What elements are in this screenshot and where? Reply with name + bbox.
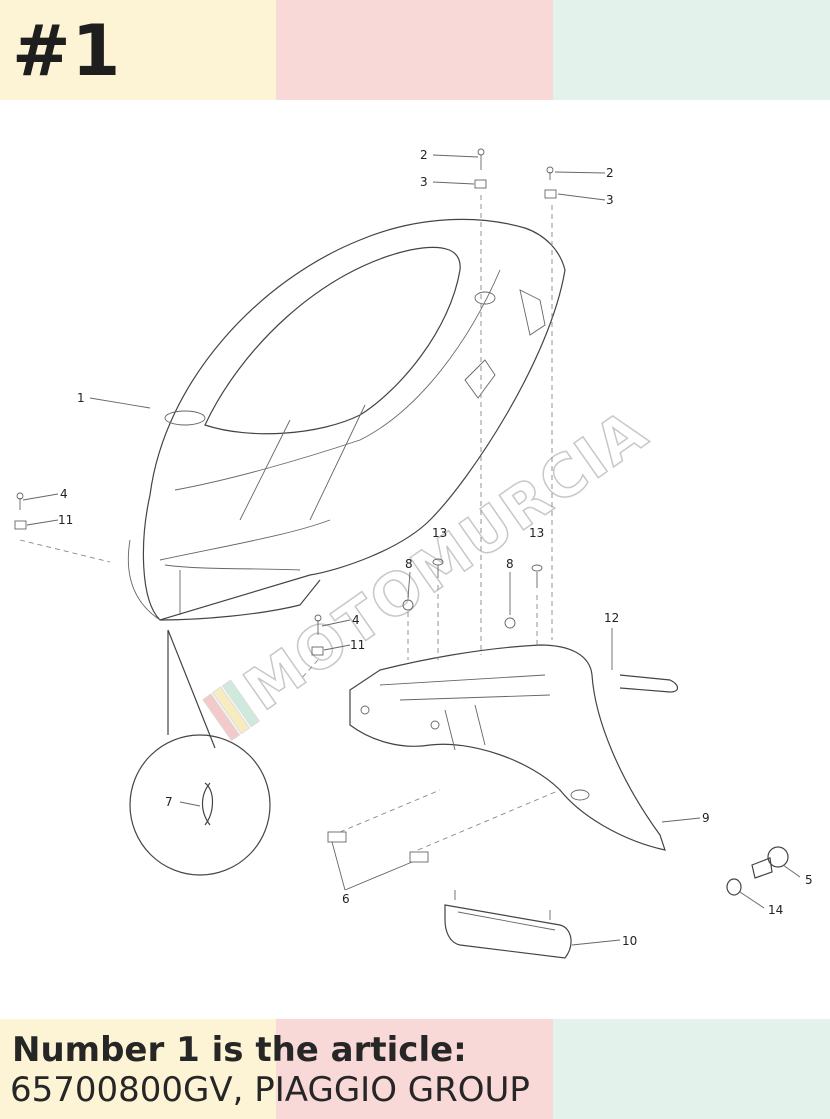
callout-2b: 2 xyxy=(606,166,614,180)
callout-7: 7 xyxy=(165,795,173,809)
watermark-text: MOTOMURCIA xyxy=(232,396,660,724)
assembly-lines xyxy=(19,195,561,851)
callout-6: 6 xyxy=(342,892,350,906)
detail-circle xyxy=(129,629,271,876)
callout-8b: 8 xyxy=(506,557,514,571)
band-segment-yellow xyxy=(0,1019,276,1119)
exploded-parts-diagram: MOTOMURCIA xyxy=(14,148,813,959)
callout-4b: 4 xyxy=(352,613,360,627)
band-segment-mint xyxy=(553,0,830,100)
callout-labels: 1 2 3 2 3 4 11 4 11 8 13 8 13 12 7 9 5 1… xyxy=(58,148,813,948)
callout-2a: 2 xyxy=(420,148,428,162)
plate-holder-part xyxy=(444,890,572,959)
callout-5: 5 xyxy=(805,873,813,887)
band-segment-mint xyxy=(553,1019,830,1119)
callout-4a: 4 xyxy=(60,487,68,501)
watermark: MOTOMURCIA xyxy=(202,395,660,742)
callout-10: 10 xyxy=(622,934,637,948)
callout-11a: 11 xyxy=(58,513,73,527)
footer-color-band xyxy=(0,1019,830,1119)
band-segment-yellow xyxy=(0,0,276,100)
rear-mudguard-part xyxy=(349,644,679,851)
callout-3b: 3 xyxy=(606,193,614,207)
callout-8a: 8 xyxy=(405,557,413,571)
callout-1: 1 xyxy=(77,391,85,405)
callout-14: 14 xyxy=(768,903,783,917)
callout-11b: 11 xyxy=(350,638,365,652)
item-number-title: #1 xyxy=(12,10,122,92)
caption-heading: Number 1 is the article: xyxy=(12,1030,467,1070)
band-segment-pink xyxy=(276,1019,553,1119)
body-cover-part xyxy=(127,218,566,621)
callout-3a: 3 xyxy=(420,175,428,189)
callout-9: 9 xyxy=(702,811,710,825)
callout-12: 12 xyxy=(604,611,619,625)
leader-lines xyxy=(22,154,801,946)
callout-13b: 13 xyxy=(529,526,544,540)
header-color-band xyxy=(0,0,830,100)
caption-article: 65700800GV, PIAGGIO GROUP xyxy=(10,1070,530,1110)
callout-13a: 13 xyxy=(432,526,447,540)
band-segment-pink xyxy=(276,0,553,100)
fasteners xyxy=(14,148,789,896)
